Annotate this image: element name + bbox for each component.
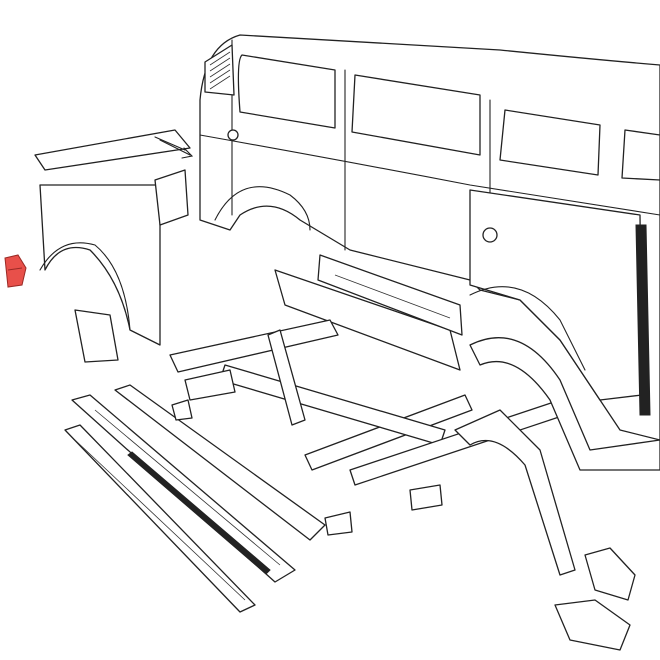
vent-grille <box>204 44 235 96</box>
window-2 <box>351 74 481 156</box>
window-3 <box>499 109 601 176</box>
sliding-door <box>469 189 643 401</box>
rocker-panels <box>274 254 463 371</box>
small-brackets <box>171 399 443 536</box>
window-4 <box>621 129 660 181</box>
corner-piece-bottom <box>554 599 631 651</box>
door-handle <box>482 227 498 243</box>
corner-piece <box>154 169 189 226</box>
sill-strips <box>64 384 326 613</box>
fuel-cap <box>227 129 239 141</box>
small-bracket <box>74 309 119 363</box>
arrow-indicator <box>159 139 194 159</box>
highlighted-part[interactable] <box>4 254 27 288</box>
upper-rail <box>34 129 191 171</box>
rear-wheel-arch <box>454 337 660 651</box>
corner-piece-lower <box>584 547 636 601</box>
door-seal <box>635 224 651 416</box>
window-1 <box>237 54 336 129</box>
bus-body <box>199 34 660 441</box>
rear-quarter-panel <box>34 129 191 363</box>
